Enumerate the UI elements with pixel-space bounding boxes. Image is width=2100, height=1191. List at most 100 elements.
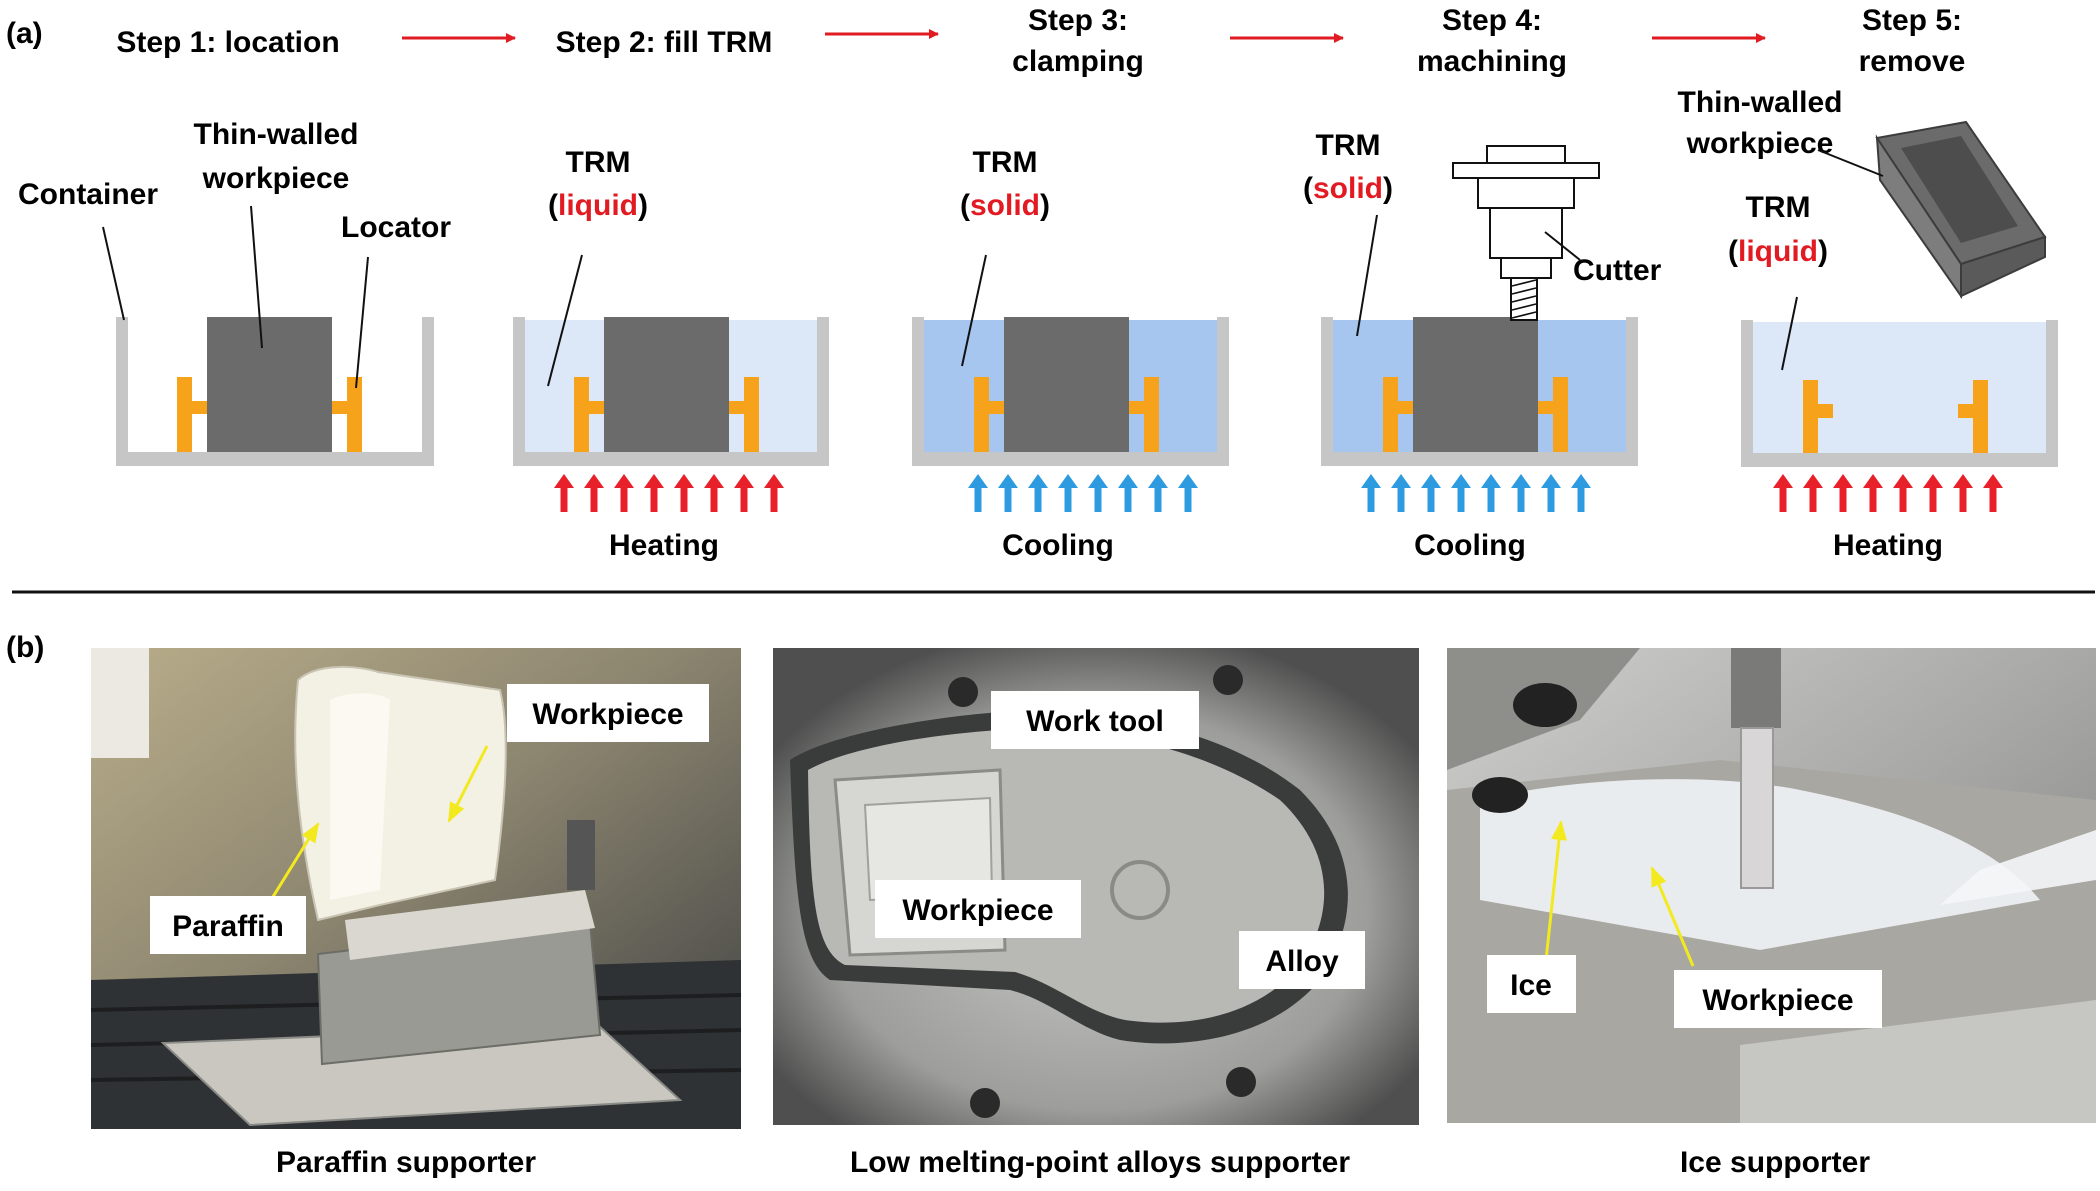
cooling-arrow	[1028, 474, 1048, 512]
cooling-arrow	[1361, 474, 1381, 512]
trm-leader	[1781, 296, 1798, 371]
window-light	[91, 648, 149, 758]
end-mill	[1740, 727, 1774, 889]
trm-liquid	[1753, 322, 2046, 453]
cooling-arrow	[1511, 474, 1531, 512]
locator-left	[974, 377, 1004, 452]
locator-right	[1538, 377, 1568, 452]
heating-arrow	[1803, 474, 1823, 512]
spindle-nut	[1486, 145, 1566, 164]
heating-arrow	[554, 474, 574, 512]
cutter-leader	[1544, 231, 1581, 261]
cooling-arrow	[1541, 474, 1561, 512]
heating-arrow	[1983, 474, 2003, 512]
step-4-title-line-1: Step 4:	[1442, 4, 1542, 37]
trm-state-label: (liquid)	[548, 189, 648, 222]
photo-paraffin-supporter: Workpiece Paraffin	[90, 648, 742, 1129]
step-4-title-line-2: machining	[1417, 45, 1567, 78]
spindle-holder	[1500, 257, 1552, 279]
cooling-arrow	[1148, 474, 1168, 512]
cutter-spindle	[1452, 145, 1600, 321]
heating-arrow	[1863, 474, 1883, 512]
step-3-title-line-2: clamping	[1012, 45, 1144, 78]
workpiece-label-line-1: Thin-walled	[194, 118, 359, 151]
alloy-tag-box	[1239, 931, 1365, 989]
cooling-label: Cooling	[1002, 529, 1114, 562]
trm-leader	[1356, 214, 1378, 337]
step-3-schematic: TRM (solid) Cooling	[912, 146, 1229, 562]
probe	[567, 820, 595, 890]
paraffin-tag: Paraffin	[172, 910, 284, 943]
cooling-arrow	[1481, 474, 1501, 512]
alloy-tag: Alloy	[1265, 945, 1339, 978]
cooling-arrow	[1451, 474, 1471, 512]
cooling-label: Cooling	[1414, 529, 1526, 562]
heating-arrow	[1893, 474, 1913, 512]
cooling-arrow	[1088, 474, 1108, 512]
ice-tag-box	[1487, 955, 1576, 1013]
locator-right	[729, 377, 759, 452]
spindle-flange	[1452, 162, 1600, 179]
locator-left	[1803, 380, 1833, 453]
cutter-flutes	[1511, 279, 1537, 319]
heating-arrows	[1773, 474, 2003, 512]
workpiece-tag: Workpiece	[1702, 984, 1853, 1017]
workpiece-leader	[1817, 149, 1884, 177]
step-4-schematic: TRM (solid) Cutter Cooling	[1303, 129, 1662, 562]
trm-state-label: (liquid)	[1728, 235, 1828, 268]
clamp-nut	[1513, 683, 1577, 727]
ice-pointer	[1544, 820, 1568, 961]
locator-right	[332, 377, 362, 452]
step-1-schematic: Container Thin-walled workpiece Locator	[18, 118, 451, 466]
trm-label: TRM	[1746, 191, 1811, 224]
step-3-title-line-1: Step 3:	[1028, 4, 1128, 37]
fixture-top	[345, 890, 595, 960]
workpiece-leader	[250, 205, 263, 349]
work-tool-tag: Work tool	[1026, 705, 1164, 738]
workpiece-label-line-1: Thin-walled	[1678, 86, 1843, 119]
heating-label: Heating	[1833, 529, 1943, 562]
step-2-schematic: TRM (liquid) Heating	[513, 146, 829, 562]
panel-b-label: (b)	[6, 631, 44, 664]
locator-left	[1383, 377, 1413, 452]
photo-alloy-supporter: Work tool Workpiece Alloy	[773, 648, 1419, 1125]
caption-paraffin-supporter: Paraffin supporter	[276, 1146, 536, 1179]
trm-label: TRM	[566, 146, 631, 179]
container-leader	[102, 226, 125, 321]
cooling-arrow	[998, 474, 1018, 512]
heating-arrow	[674, 474, 694, 512]
workpiece-label-line-2: workpiece	[202, 162, 350, 195]
trm-state-label: (solid)	[960, 189, 1050, 222]
cooling-arrow	[1118, 474, 1138, 512]
clamp-nut	[1472, 777, 1528, 813]
spindle	[1731, 648, 1781, 728]
paraffin-pointer	[269, 822, 320, 901]
step-5-title-line-2: remove	[1859, 45, 1966, 78]
heating-arrows	[554, 474, 784, 512]
workpiece-pointer	[1650, 866, 1695, 967]
cooling-arrow	[968, 474, 988, 512]
removed-thin-walled-workpiece	[1875, 120, 2047, 300]
coolant-spray	[1940, 830, 2096, 905]
heating-arrow	[734, 474, 754, 512]
locator-left	[574, 377, 604, 452]
trm-leader	[961, 254, 987, 367]
step-1-title: Step 1: location	[116, 26, 339, 59]
workpiece-tag-box	[1674, 970, 1882, 1028]
cooling-arrow	[1178, 474, 1198, 512]
thin-walled-workpiece	[1413, 317, 1538, 452]
locator-left	[177, 377, 207, 452]
heating-arrow	[1773, 474, 1793, 512]
heating-arrow	[644, 474, 664, 512]
heating-arrow	[1833, 474, 1853, 512]
trm-label: TRM	[1316, 129, 1381, 162]
step-5-title-line-1: Step 5:	[1862, 4, 1962, 37]
bolt-hole	[1213, 665, 1243, 695]
workpiece-tag: Workpiece	[902, 894, 1053, 927]
step-2-title: Step 2: fill TRM	[556, 26, 773, 59]
heating-arrow	[704, 474, 724, 512]
heating-arrow	[584, 474, 604, 512]
workpiece-tag-box	[875, 880, 1081, 938]
spindle-collet	[1489, 207, 1563, 259]
